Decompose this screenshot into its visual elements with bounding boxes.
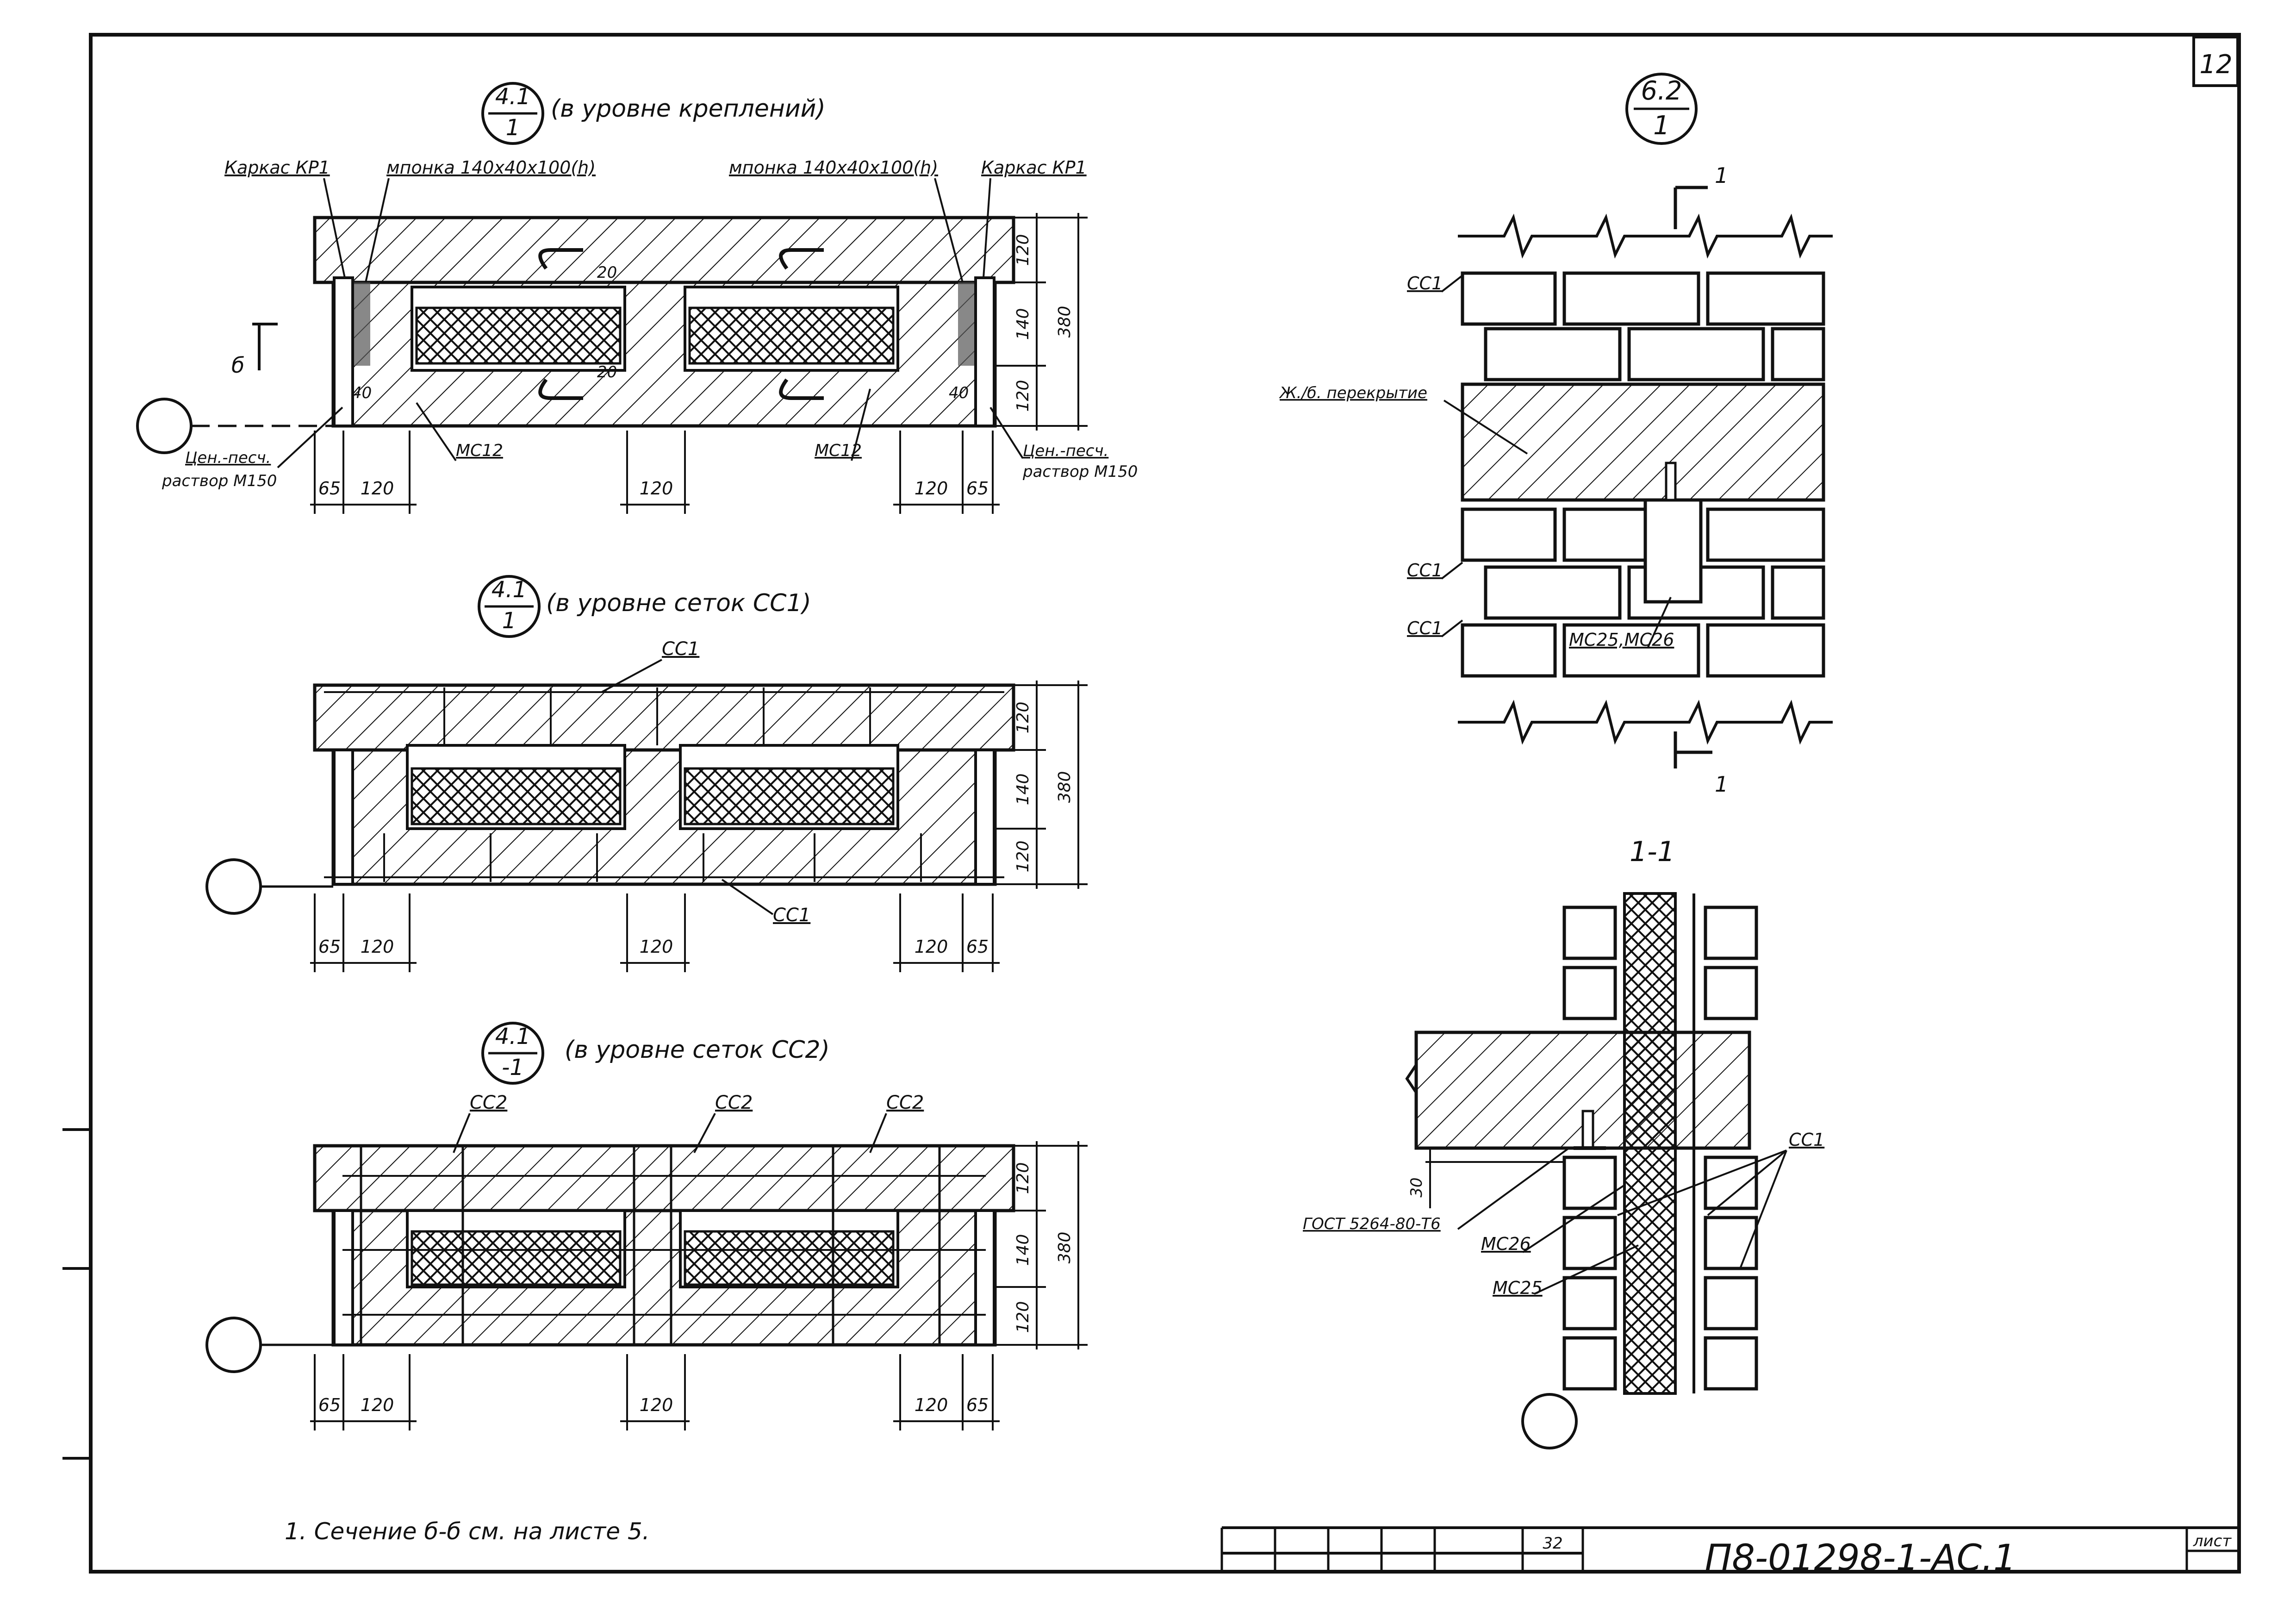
axis-bubble-b bbox=[205, 858, 262, 915]
a-dim-total: 380 bbox=[1055, 306, 1074, 338]
sheet-frame: 12 bbox=[62, 33, 2241, 1574]
ref-a-top: 4.1 bbox=[495, 84, 530, 110]
a-dim-v-1: 120 bbox=[1014, 234, 1033, 266]
label-e-mc25: МС25 bbox=[1493, 1278, 1543, 1298]
a-dim-h-2: 120 bbox=[361, 478, 394, 499]
cut-mark-a: б bbox=[231, 353, 244, 378]
c-dim-h-5: 65 bbox=[966, 1395, 989, 1415]
label-mortar-left-1: Цен.-песч. bbox=[185, 449, 271, 467]
title-block: 32 лист П8-01298-1-АС.1 bbox=[1220, 1526, 2239, 1579]
label-plate-left: мпонка 140х40х100(h) bbox=[386, 157, 596, 178]
ref-b-top: 4.1 bbox=[492, 577, 527, 603]
ref-bubble-d: 6.2 1 bbox=[1625, 73, 1698, 145]
label-e-gost: ГОСТ 5264-80-Т6 bbox=[1303, 1215, 1441, 1233]
caption-b: (в уровне сеток СС1) bbox=[546, 589, 811, 617]
label-mc12-left: МС12 bbox=[456, 441, 503, 460]
b-dim-v-2: 140 bbox=[1014, 774, 1033, 806]
a-dim-20-1: 20 bbox=[597, 263, 617, 282]
c-dim-h-1: 65 bbox=[318, 1395, 341, 1415]
axis-bubble-c bbox=[205, 1317, 262, 1373]
b-dim-h-2: 120 bbox=[361, 937, 394, 957]
c-dim-total: 380 bbox=[1055, 1232, 1074, 1264]
label-c-2: СС2 bbox=[715, 1092, 753, 1113]
c-dim-v-3: 120 bbox=[1014, 1301, 1033, 1333]
ref-b-bot: 1 bbox=[502, 608, 516, 634]
section-title: 1-1 bbox=[1630, 836, 1675, 868]
ref-bubble-c: 4.1 -1 bbox=[481, 1022, 544, 1085]
axis-bubble-a bbox=[136, 398, 193, 454]
cut-top: 1 bbox=[1715, 163, 1728, 188]
a-dim-20-2: 20 bbox=[597, 363, 617, 381]
label-c-3: СС2 bbox=[886, 1092, 924, 1113]
label-d-cc1-c: СС1 bbox=[1407, 618, 1443, 638]
axis-bubble-e bbox=[1521, 1393, 1578, 1449]
label-mortar-right-2: раствор М150 bbox=[1022, 462, 1138, 481]
a-dim-40-2: 40 bbox=[949, 384, 969, 402]
ref-a-bot: 1 bbox=[506, 115, 520, 141]
b-dim-total: 380 bbox=[1055, 771, 1074, 803]
view-wall-elevation: 6.2 1 1 1 СС1 bbox=[1279, 73, 1833, 797]
b-dim-v-3: 120 bbox=[1014, 841, 1033, 873]
c-dim-v-2: 140 bbox=[1014, 1234, 1033, 1266]
label-e-mc26: МС26 bbox=[1481, 1234, 1531, 1254]
b-dim-h-5: 65 bbox=[966, 937, 989, 957]
c-dim-v-1: 120 bbox=[1014, 1162, 1033, 1194]
a-dim-h-4: 120 bbox=[915, 478, 948, 499]
label-d-cc1-b: СС1 bbox=[1407, 560, 1443, 581]
ref-c-bot: -1 bbox=[502, 1055, 524, 1081]
label-frame-right: Каркас КР1 bbox=[981, 157, 1087, 178]
ref-bubble-a: 4.1 1 bbox=[481, 82, 544, 145]
ref-d-top: 6.2 bbox=[1641, 76, 1682, 106]
stamp-label: лист bbox=[2193, 1532, 2232, 1550]
ref-d-bot: 1 bbox=[1653, 111, 1670, 141]
label-mortar-right-1: Цен.-песч. bbox=[1023, 442, 1108, 460]
label-b-top: СС1 bbox=[662, 638, 699, 660]
view-section-1-1: 1-1 30 СС1 ГОСТ 5264-80-Т6 bbox=[1303, 836, 1824, 1449]
sheet-number: 12 bbox=[2199, 50, 2232, 80]
label-e-cc1: СС1 bbox=[1789, 1130, 1824, 1150]
document-code: П8-01298-1-АС.1 bbox=[1705, 1537, 2016, 1579]
label-d-slab: Ж./б. перекрытие bbox=[1279, 384, 1427, 402]
label-frame-left: Каркас КР1 bbox=[224, 157, 330, 178]
a-dim-v-3: 120 bbox=[1014, 380, 1033, 412]
b-dim-h-1: 65 bbox=[318, 937, 341, 957]
ref-bubble-b: 4.1 1 bbox=[478, 575, 541, 638]
view-fastenings: 4.1 1 (в уровне креплений) 20 20 40 40 б bbox=[136, 82, 1138, 514]
stamp-small: 32 bbox=[1543, 1534, 1562, 1553]
a-dim-h-5: 65 bbox=[966, 478, 989, 499]
a-dim-v-2: 140 bbox=[1014, 308, 1033, 340]
label-c-1: СС2 bbox=[470, 1092, 507, 1113]
caption-c: (в уровне сеток СС2) bbox=[565, 1036, 830, 1064]
b-dim-h-3: 120 bbox=[640, 937, 673, 957]
caption-a: (в уровне креплений) bbox=[551, 95, 826, 123]
cut-bot: 1 bbox=[1715, 772, 1728, 797]
label-b-bot: СС1 bbox=[773, 905, 810, 926]
label-d-cc1-a: СС1 bbox=[1407, 273, 1443, 294]
a-dim-h-1: 65 bbox=[318, 478, 341, 499]
ref-c-top: 4.1 bbox=[495, 1024, 530, 1049]
c-dim-h-4: 120 bbox=[915, 1395, 948, 1415]
a-dim-h-3: 120 bbox=[640, 478, 673, 499]
a-dim-40-1: 40 bbox=[352, 384, 372, 402]
label-mortar-left-2: раствор М150 bbox=[162, 472, 277, 490]
label-plate-right: мпонка 140х40х100(h) bbox=[729, 157, 938, 178]
e-dim-30: 30 bbox=[1407, 1177, 1426, 1197]
view-mesh-cc1: 4.1 1 (в уровне сеток СС1) СС1 СС1 bbox=[205, 575, 1088, 972]
label-d-mc: МС25,МС26 bbox=[1569, 630, 1674, 650]
view-mesh-cc2: 4.1 -1 (в уровне сеток СС2) СС2 СС2 СС2 bbox=[205, 1022, 1088, 1430]
b-dim-v-1: 120 bbox=[1014, 702, 1033, 734]
general-note: 1. Сечение б-б см. на листе 5. bbox=[285, 1518, 650, 1545]
b-dim-h-4: 120 bbox=[915, 937, 948, 957]
c-dim-h-3: 120 bbox=[640, 1395, 673, 1415]
c-dim-h-2: 120 bbox=[361, 1395, 394, 1415]
